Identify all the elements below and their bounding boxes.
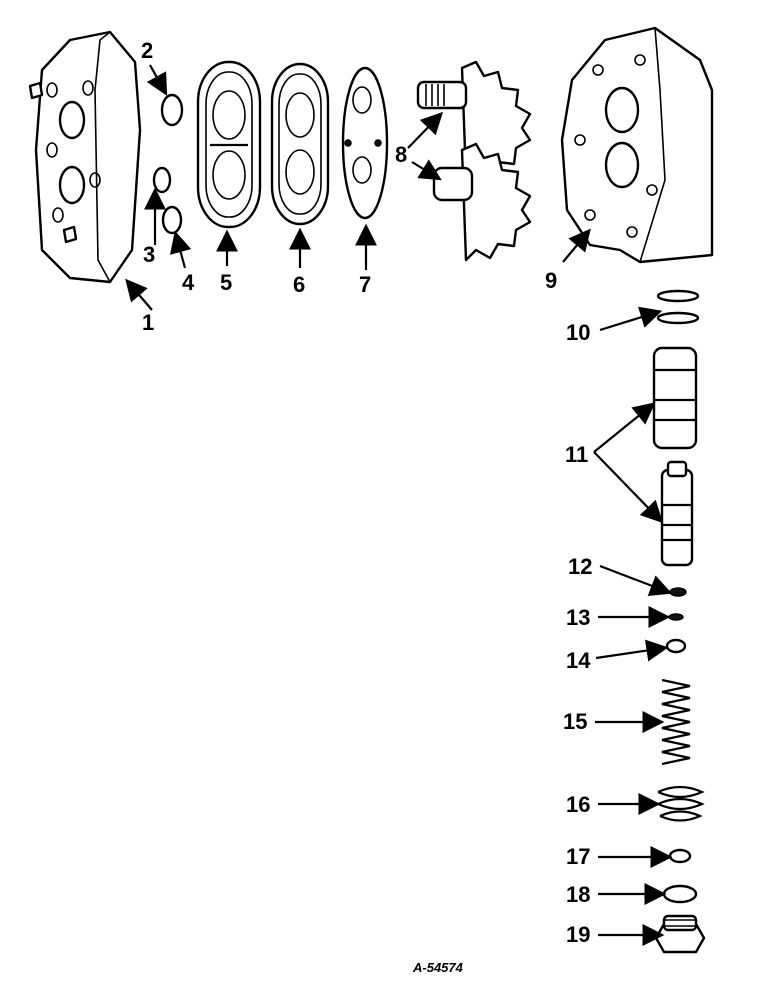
part-2-o-ring	[160, 93, 184, 127]
part-12-washer	[669, 587, 687, 597]
callout-2: 2	[141, 38, 154, 63]
part-1-cover-plate	[28, 30, 142, 284]
callout-6: 6	[293, 272, 306, 297]
callout-1: 1	[142, 310, 155, 335]
callout-14: 14	[566, 648, 591, 673]
callout-10: 10	[566, 320, 591, 345]
callout-5: 5	[220, 270, 233, 295]
callout-12: 12	[568, 554, 593, 579]
callout-18: 18	[566, 882, 591, 907]
part-8-gear-set	[416, 60, 532, 262]
part-19-plug	[654, 914, 706, 954]
callout-17: 17	[566, 844, 591, 869]
part-16-spring	[657, 785, 705, 822]
part-11-valve-spool	[652, 346, 698, 567]
callout-19: 19	[566, 922, 591, 947]
callout-4: 4	[182, 270, 195, 295]
callout-13: 13	[566, 605, 591, 630]
part-13-ball	[668, 613, 684, 621]
part-9-pump-body	[560, 26, 714, 264]
catalog-number: A-54574	[413, 960, 463, 975]
callout-3: 3	[143, 242, 156, 267]
part-14-disc	[665, 638, 687, 654]
part-5-bearing-plate	[196, 60, 262, 229]
callout-7: 7	[359, 272, 372, 297]
part-15-spring	[661, 678, 691, 766]
callout-8: 8	[395, 142, 408, 167]
part-18-o-ring	[662, 884, 698, 904]
leader-lines	[125, 64, 673, 946]
part-3-o-ring	[152, 166, 172, 194]
part-6-gasket-plate	[270, 62, 330, 226]
callout-11: 11	[565, 442, 589, 467]
callout-15: 15	[563, 709, 588, 734]
part-4-o-ring	[161, 205, 183, 235]
part-10-o-rings	[656, 289, 700, 325]
part-7-wear-plate	[341, 66, 389, 220]
part-17-disc	[668, 848, 692, 864]
callout-16: 16	[566, 792, 591, 817]
callout-9: 9	[545, 268, 558, 293]
